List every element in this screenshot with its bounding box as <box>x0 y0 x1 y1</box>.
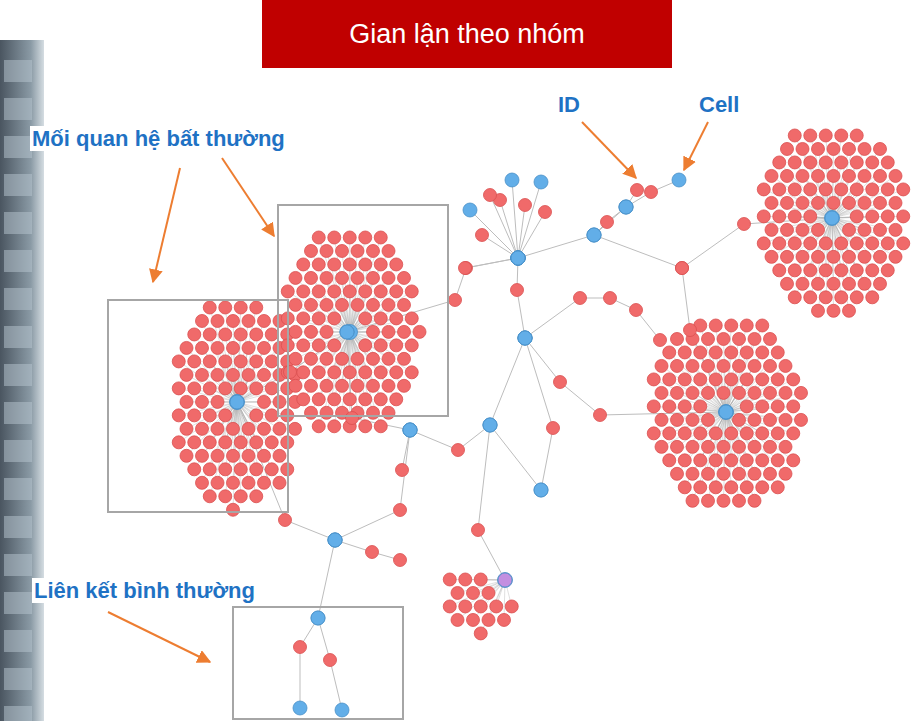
annotation-label: ID <box>556 92 582 117</box>
annotation-label: Liên kết bình thường <box>32 578 257 603</box>
graph-nodes <box>172 129 910 717</box>
highlight-frames <box>108 205 448 719</box>
annotation-label: Cell <box>697 92 741 117</box>
title-band: Gian lận theo nhóm <box>262 0 672 68</box>
title: Gian lận theo nhóm <box>349 19 585 50</box>
annotation-label: Mối quan hệ bất thường <box>30 126 287 151</box>
